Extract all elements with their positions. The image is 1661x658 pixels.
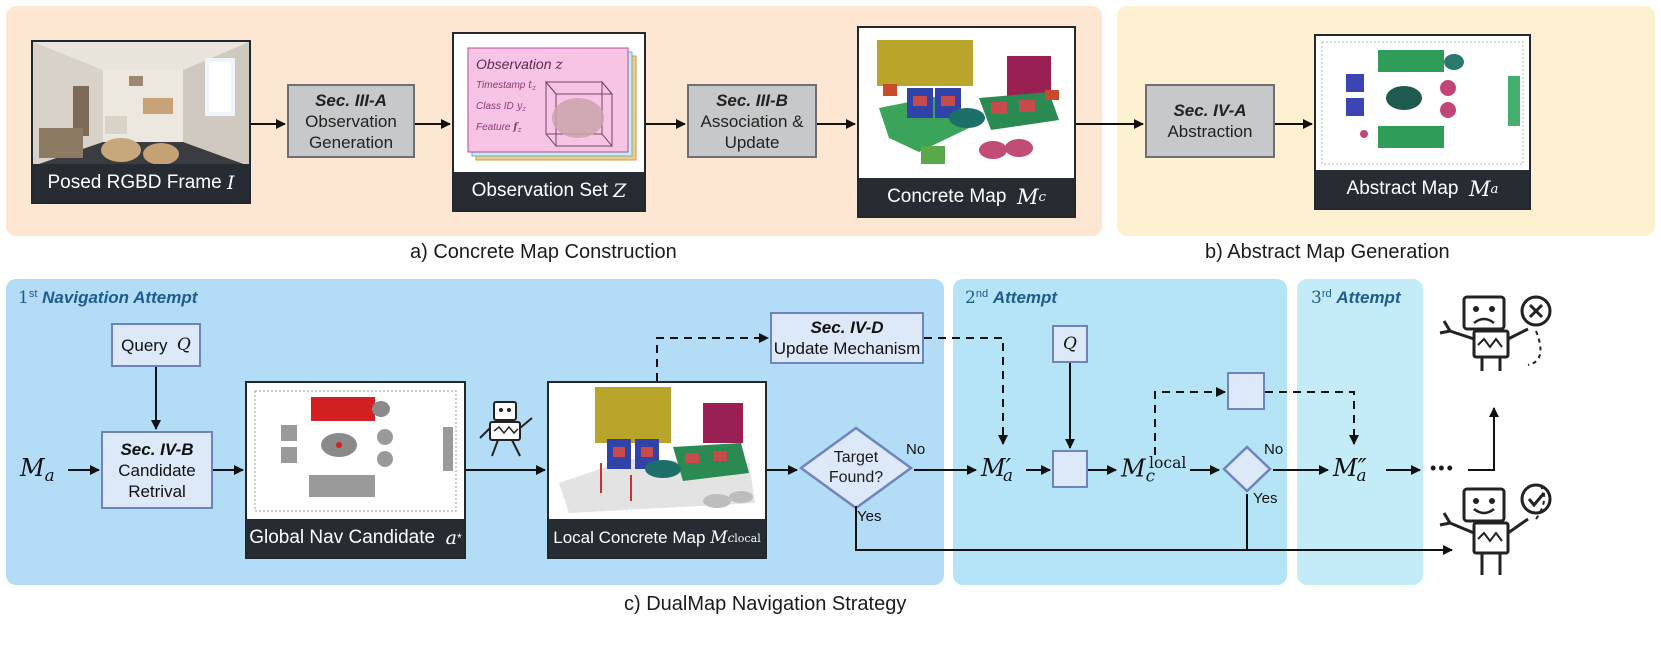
sec-3b-box: Sec. III-B Association & Update [687,84,817,158]
local-concrete-map-symbol-2: Mclocal [1121,454,1187,486]
query-box-2: Q [1052,325,1088,363]
yes-label-2: Yes [1253,490,1278,507]
decision-diamond-2 [1222,445,1272,493]
section-caption-a: a) Concrete Map Construction [410,241,677,263]
global-nav-map [254,390,457,512]
panel-attempt-2 [953,279,1287,585]
sad-robot-icon [1439,295,1552,371]
query-box: Query Q [111,323,201,367]
concrete-map-pointcloud [877,40,1059,164]
yes-label-1: Yes [857,508,882,525]
update-box-2 [1227,372,1265,410]
no-label-1: No [906,441,926,458]
abstract-map-input-symbol: Ma [20,454,55,486]
no-label-2: No [1264,441,1284,458]
abstract-map-pointcloud [1321,41,1524,165]
sec-4a-box: Sec. IV-A Abstraction [1145,84,1275,158]
observation-classid: Class ID yz [476,101,526,114]
abstract-map-prime-symbol: M′a [981,454,1014,486]
section-caption-c: c) DualMap Navigation Strategy [624,593,907,615]
observation-set-caption: Observation Set Z [454,172,644,210]
ellipsis: ••• [1430,458,1455,478]
sec-4d-box: Sec. IV-D Update Mechanism [770,312,924,364]
global-nav-candidate-card: Global Nav Candidate a* [245,381,466,559]
walking-robot-icon [479,401,533,457]
target-found-label: Target Found? [828,449,884,486]
attempt-1-label: 1st Navigation Attempt [18,288,198,309]
section-caption-b: b) Abstract Map Generation [1205,241,1450,263]
rgbd-frame-card: Posed RGBD Frame I [31,40,251,204]
retrieval-box-2 [1052,450,1088,488]
happy-robot-icon [1439,483,1552,575]
attempt-2-label: 2nd Attempt [965,288,1058,309]
attempt-3-label: 3rd Attempt [1311,288,1401,309]
abstract-map-double-prime-symbol: M″a [1333,454,1367,486]
observation-set-card: Observation z Timestamp tz Class ID yz F… [452,32,646,212]
panel-attempt-3 [1297,279,1423,585]
observation-title: Observation z [476,56,563,73]
observation-stack [467,47,637,161]
room-photo [33,42,249,166]
observation-timestamp: Timestamp tz [476,80,536,93]
sec-4b-box: Sec. IV-B Candidate Retrival [101,431,213,509]
sec-3a-box: Sec. III-A Observation Generation [287,84,415,158]
observation-feature: Feature fz [476,122,522,135]
rgbd-frame-caption: Posed RGBD Frame I [33,164,249,202]
local-concrete-map-pointcloud [559,387,755,513]
global-nav-caption: Global Nav Candidate a* [247,519,464,557]
